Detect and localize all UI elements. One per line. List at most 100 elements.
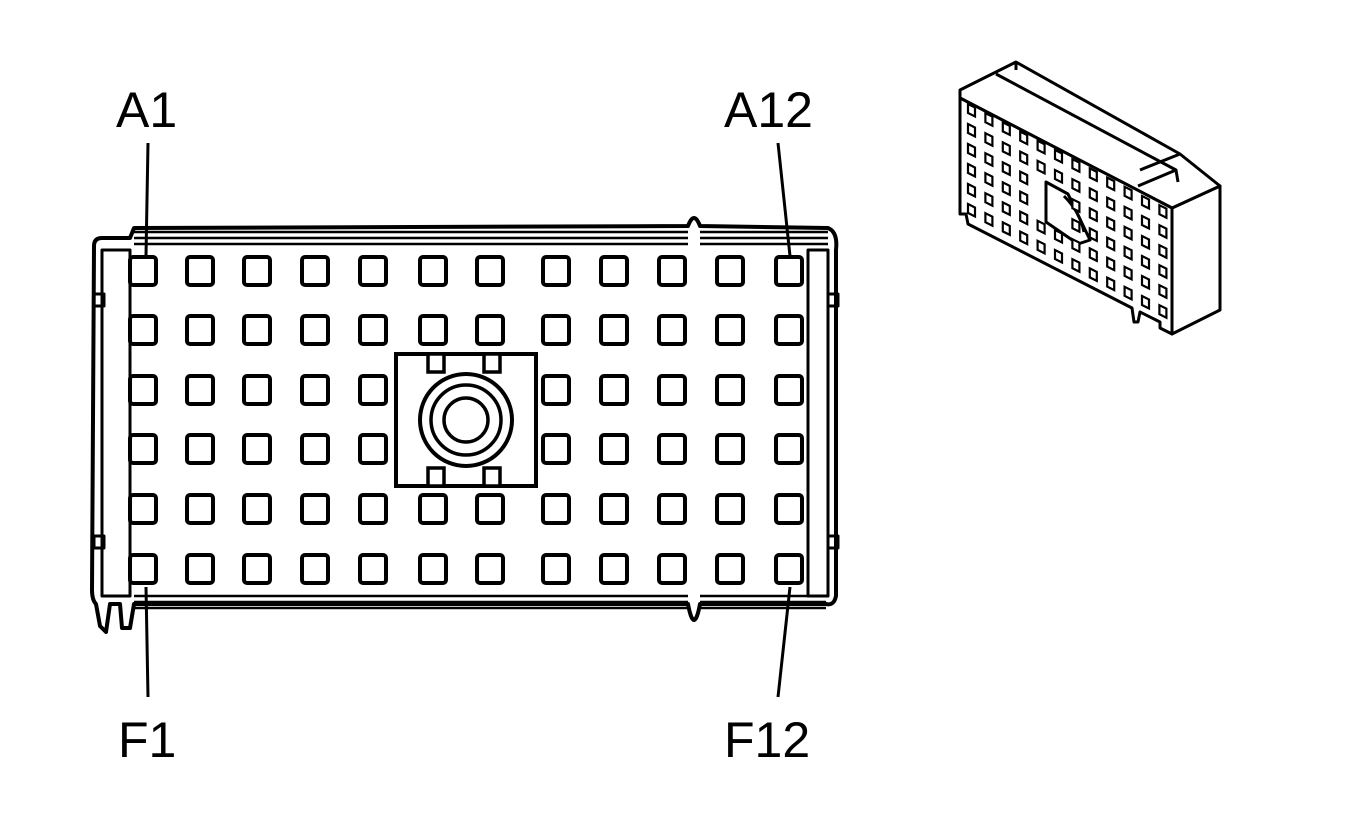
pin-cavity-e1 bbox=[128, 493, 158, 525]
pin-cavity-f8 bbox=[541, 553, 571, 585]
iso-pin-cavity bbox=[984, 211, 994, 228]
iso-pin-cavity bbox=[1001, 200, 1011, 217]
iso-pin-cavity bbox=[966, 202, 977, 219]
pin-cavity-b12 bbox=[774, 314, 804, 346]
pin-cavity-f12 bbox=[774, 553, 804, 585]
iso-pin-cavity bbox=[1053, 148, 1064, 165]
iso-pin-cavity bbox=[1140, 194, 1151, 211]
iso-pin-cavity bbox=[966, 122, 977, 139]
pin-cavity-c10 bbox=[657, 374, 687, 406]
iso-pin-cavity bbox=[1106, 255, 1116, 272]
iso-pin-cavity bbox=[1019, 149, 1029, 166]
pin-cavity-c3 bbox=[242, 374, 272, 406]
pin-cavity-a12 bbox=[774, 255, 804, 287]
iso-pin-cavity bbox=[1019, 229, 1029, 246]
iso-pin-cavity bbox=[1019, 189, 1029, 206]
pin-cavity-d11 bbox=[715, 433, 745, 465]
center-bolt-block bbox=[394, 352, 538, 488]
pin-cavity-d9 bbox=[599, 433, 629, 465]
pin-cavity-a7 bbox=[475, 255, 505, 287]
housing-outline bbox=[90, 216, 839, 634]
iso-pin-cavity bbox=[1106, 215, 1116, 232]
iso-pin-cavity bbox=[1123, 185, 1133, 202]
pin-cavity-b6 bbox=[418, 314, 448, 346]
pin-cavity-a10 bbox=[657, 255, 687, 287]
pin-cavity-d5 bbox=[358, 433, 388, 465]
pin-cavity-c8 bbox=[541, 374, 571, 406]
pin-cavity-d4 bbox=[300, 433, 330, 465]
pin-cavity-f5 bbox=[358, 553, 388, 585]
pin-cavity-f9 bbox=[599, 553, 629, 585]
iso-pin-cavity bbox=[1019, 129, 1029, 146]
iso-pin-cavity bbox=[1106, 275, 1116, 292]
iso-pin-cavity bbox=[1053, 248, 1064, 265]
pin-cavity-a1 bbox=[128, 255, 158, 287]
iso-pin-cavity bbox=[1071, 157, 1081, 174]
iso-center-key-curve bbox=[1062, 194, 1086, 233]
iso-pin-cavity bbox=[1053, 168, 1064, 185]
pin-cavity-f10 bbox=[657, 553, 687, 585]
iso-pin-cavity bbox=[1140, 294, 1151, 311]
iso-pin-cavity bbox=[1106, 235, 1116, 252]
iso-pin-cavity bbox=[1071, 257, 1081, 274]
pin-cavity-b3 bbox=[242, 314, 272, 346]
iso-pin-cavity bbox=[1036, 139, 1046, 156]
iso-pin-cavity bbox=[1158, 243, 1168, 260]
iso-pin-cavity bbox=[1001, 160, 1011, 177]
pin-cavity-b9 bbox=[599, 314, 629, 346]
pin-cavity-a4 bbox=[300, 255, 330, 287]
iso-latch-rail bbox=[995, 62, 1181, 188]
iso-pin-cavity bbox=[1106, 195, 1116, 212]
pin-cavity-c2 bbox=[185, 374, 215, 406]
pin-cavity-a9 bbox=[599, 255, 629, 287]
pin-cavity-d8 bbox=[541, 433, 571, 465]
iso-pin-cavity bbox=[966, 162, 977, 179]
pin-cavity-e10 bbox=[657, 493, 687, 525]
iso-pin-cavity bbox=[1123, 225, 1133, 242]
iso-pin-cavity bbox=[1001, 180, 1011, 197]
pin-cavity-a8 bbox=[541, 255, 571, 287]
pin-cavity-e4 bbox=[300, 493, 330, 525]
pin-cavity-b7 bbox=[475, 314, 505, 346]
iso-pin-cavity bbox=[1036, 219, 1046, 236]
pin-cavity-c11 bbox=[715, 374, 745, 406]
iso-pin-cavity bbox=[1106, 175, 1116, 192]
latch-tab-left-bottom bbox=[92, 534, 106, 550]
pin-cavity-b11 bbox=[715, 314, 745, 346]
pin-cavity-a3 bbox=[242, 255, 272, 287]
iso-pin-cavity bbox=[984, 171, 994, 188]
iso-pin-cavity bbox=[1071, 177, 1081, 194]
connector-face bbox=[90, 216, 840, 634]
pin-cavity-c4 bbox=[300, 374, 330, 406]
iso-pin-cavity bbox=[1088, 266, 1098, 283]
iso-pin-cavity bbox=[1158, 263, 1168, 280]
pin-cavity-e7 bbox=[475, 493, 505, 525]
pin-cavity-e2 bbox=[185, 493, 215, 525]
pin-cavity-e3 bbox=[242, 493, 272, 525]
iso-pin-cavity bbox=[984, 131, 994, 148]
pin-cavity-d12 bbox=[774, 433, 804, 465]
iso-pin-cavity bbox=[1019, 169, 1029, 186]
pin-cavity-d10 bbox=[657, 433, 687, 465]
iso-pin-cavity bbox=[1158, 203, 1168, 220]
latch-tab-right-top bbox=[826, 292, 840, 308]
pin-cavity-f7 bbox=[475, 553, 505, 585]
iso-pin-cavity bbox=[984, 111, 994, 128]
pin-cavity-a11 bbox=[715, 255, 745, 287]
pin-cavity-f1 bbox=[128, 553, 158, 585]
pin-cavity-e11 bbox=[715, 493, 745, 525]
pin-cavity-b8 bbox=[541, 314, 571, 346]
iso-pin-cavity bbox=[984, 151, 994, 168]
iso-pin-cavity bbox=[1088, 246, 1098, 263]
iso-pin-cavity bbox=[1088, 166, 1098, 183]
iso-pin-cavity bbox=[1088, 186, 1098, 203]
pin-cavity-e9 bbox=[599, 493, 629, 525]
iso-pin-grid bbox=[966, 102, 1168, 320]
label-a12: A12 bbox=[724, 82, 813, 138]
iso-pin-cavity bbox=[1088, 206, 1098, 223]
pin-cavity-d2 bbox=[185, 433, 215, 465]
pin-cavity-f2 bbox=[185, 553, 215, 585]
iso-pin-cavity bbox=[1123, 205, 1133, 222]
iso-end-face bbox=[1170, 184, 1222, 336]
